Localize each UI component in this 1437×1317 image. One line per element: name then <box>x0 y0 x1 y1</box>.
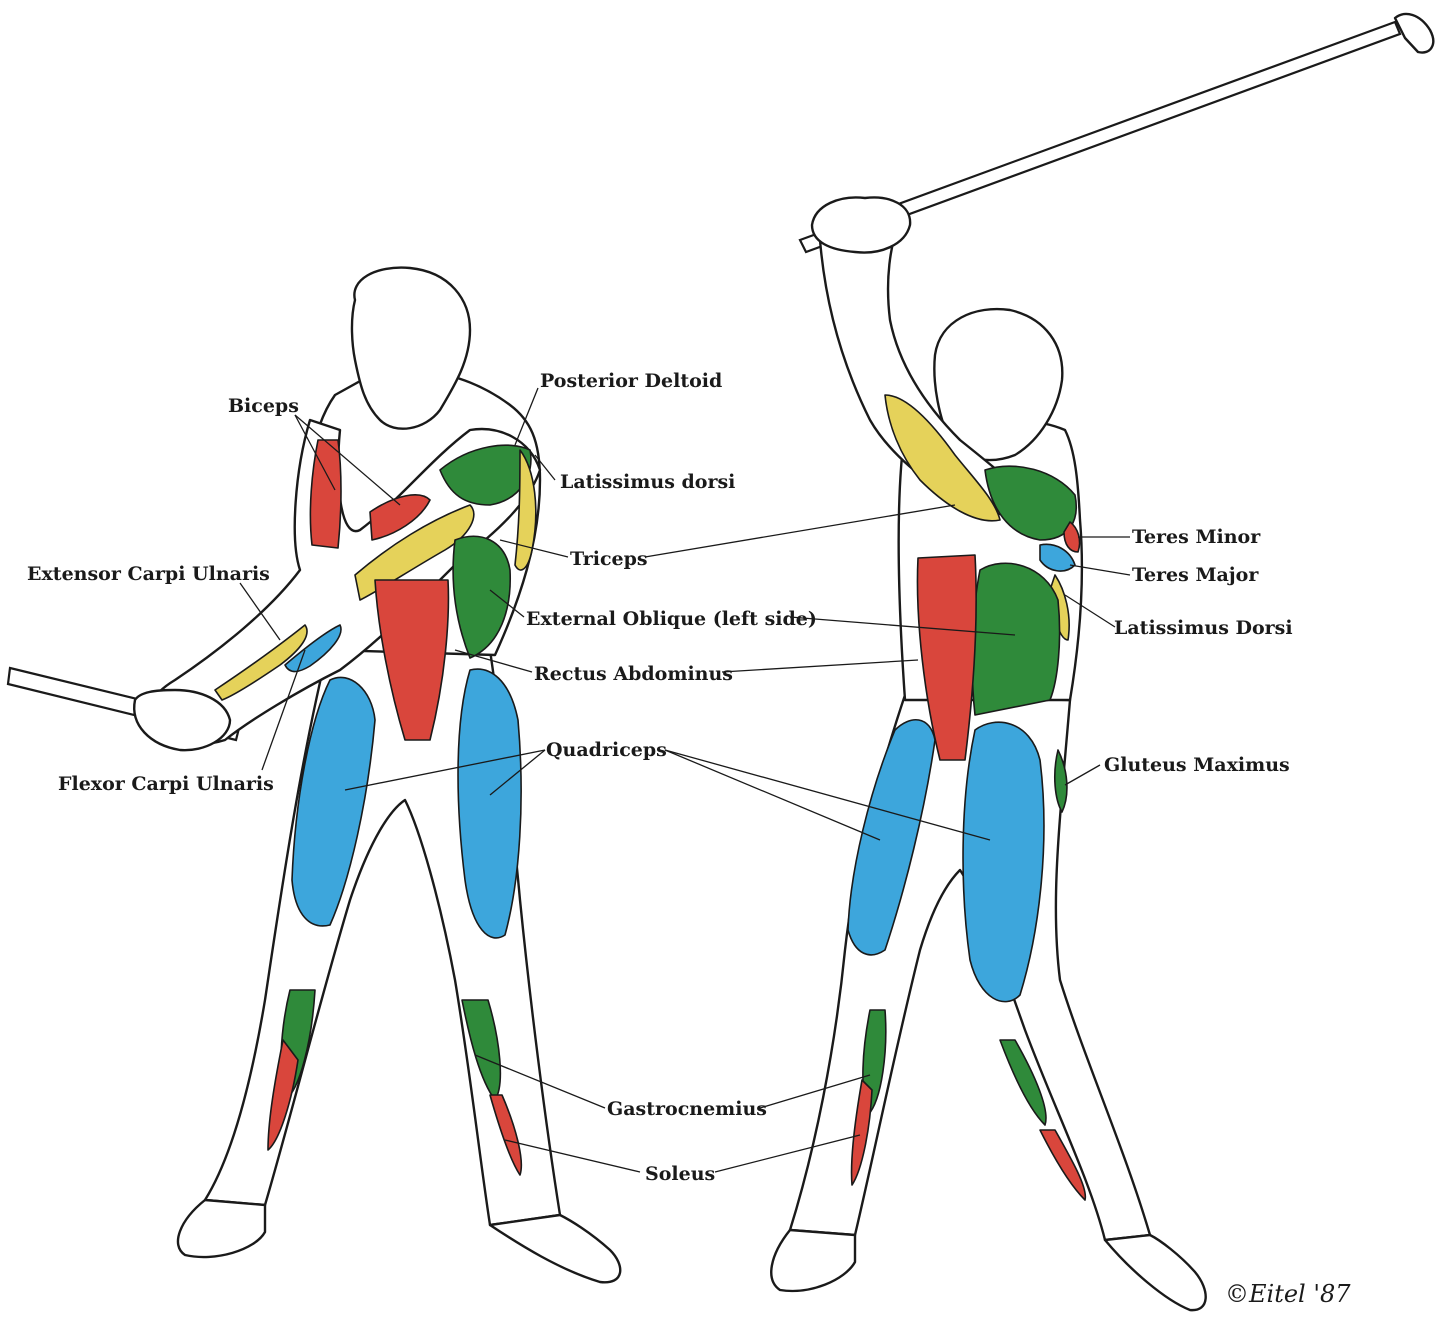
label-gastrocnemius: Gastrocnemius <box>607 1098 767 1120</box>
label-soleus: Soleus <box>645 1163 715 1185</box>
left-quadriceps-right-leg <box>458 669 521 938</box>
label-rectus-abdominus: Rectus Abdominus <box>534 663 733 685</box>
right-figure-left-shoe <box>771 1230 855 1291</box>
muscle-labels: Biceps Posterior Deltoid Latissimus dors… <box>27 370 1293 1185</box>
label-latissimus-dorsi-left: Latissimus dorsi <box>560 471 735 493</box>
label-latissimus-dorsi-right: Latissimus Dorsi <box>1114 617 1293 639</box>
label-extensor-carpi-ulnaris: Extensor Carpi Ulnaris <box>27 563 270 585</box>
label-quadriceps: Quadriceps <box>546 739 667 761</box>
label-gluteus-maximus: Gluteus Maximus <box>1104 754 1290 776</box>
label-posterior-deltoid: Posterior Deltoid <box>540 370 722 392</box>
artist-signature: ©Eitel '87 <box>1225 1280 1351 1308</box>
left-quadriceps-left-leg <box>292 677 375 926</box>
left-biceps-muscle <box>310 440 341 548</box>
label-biceps: Biceps <box>228 395 299 417</box>
label-triceps: Triceps <box>570 548 648 570</box>
right-figure-right-shoe <box>1105 1235 1206 1310</box>
left-figure-left-shoe <box>178 1200 265 1257</box>
label-teres-major: Teres Major <box>1132 564 1259 586</box>
label-flexor-carpi-ulnaris: Flexor Carpi Ulnaris <box>58 773 274 795</box>
label-teres-minor: Teres Minor <box>1132 526 1261 548</box>
right-figure-hands <box>812 197 910 252</box>
left-figure-right-shoe <box>490 1215 620 1282</box>
label-external-oblique: External Oblique (left side) <box>526 608 817 630</box>
right-golfer-figure <box>771 14 1433 1310</box>
right-external-oblique-muscle <box>972 563 1059 715</box>
